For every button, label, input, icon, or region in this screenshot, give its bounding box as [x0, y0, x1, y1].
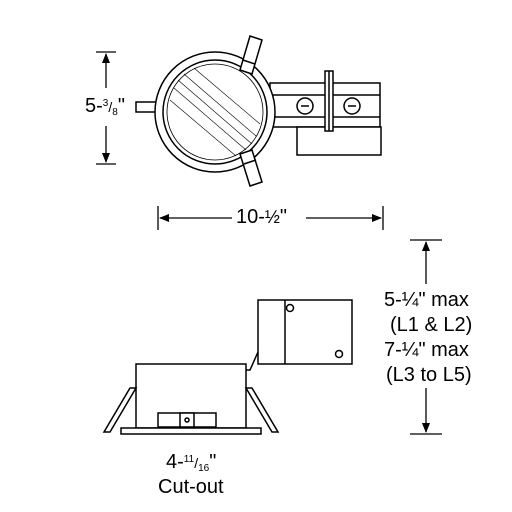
width-label: 10-½" [236, 206, 288, 228]
top-can [154, 51, 276, 173]
max-height-dimension-line [410, 239, 442, 435]
top-junction-box [269, 70, 382, 156]
height-dimension-line [96, 51, 116, 165]
knockout-left-icon [296, 97, 314, 115]
height-label: 5-3/8" [85, 95, 125, 118]
width-dimension-line [157, 206, 384, 230]
side-junction-box [244, 299, 353, 371]
max-height-label-1: 5-¼" max [384, 289, 469, 311]
upper-mounting-bar [239, 35, 263, 75]
cutout-dimension-label: 4-11/16" [166, 451, 217, 474]
side-legs [102, 387, 280, 433]
knockout-right-icon [343, 97, 361, 115]
side-view [102, 299, 353, 435]
cutout-label: Cut-out [158, 476, 224, 498]
max-height-models-2: (L3 to L5) [386, 364, 472, 386]
lower-mounting-bar [239, 149, 263, 187]
top-view [135, 35, 382, 187]
side-trim [120, 427, 262, 435]
max-height-models-1: (L1 & L2) [390, 314, 473, 336]
max-height-label-2: 7-¼" max [384, 339, 469, 361]
